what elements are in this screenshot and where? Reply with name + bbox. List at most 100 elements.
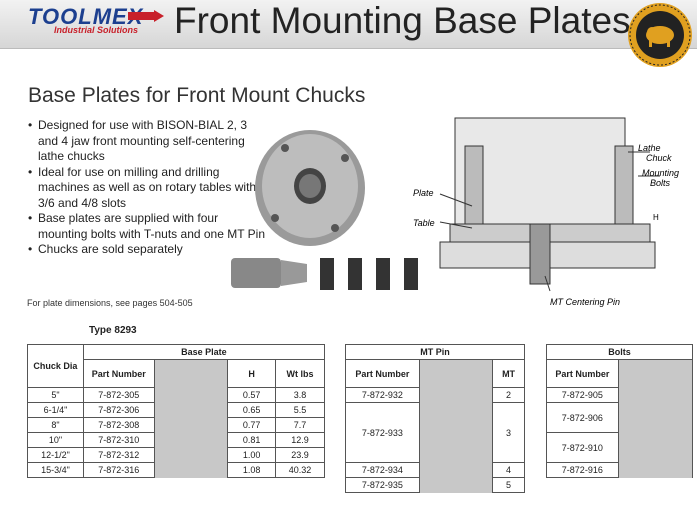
feature-list: Designed for use with BISON-BIAL 2, 3 an… [28, 118, 268, 258]
cell: 7-872-906 [546, 402, 619, 433]
cell: 3 [492, 402, 525, 463]
product-photo [231, 130, 418, 290]
table-row: 7-872-905 [546, 387, 694, 403]
table-row: 7-872-910 [546, 432, 694, 463]
cell: 7-872-310 [82, 432, 155, 448]
cell: 2 [492, 387, 525, 403]
col-h: H [227, 359, 277, 388]
cell: 7-872-308 [82, 417, 155, 433]
table-row: 7-872-934 4 [345, 462, 525, 478]
section-title: Base Plates for Front Mount Chucks [28, 84, 366, 107]
cell: 7-872-935 [345, 477, 420, 493]
blank-cell [153, 387, 229, 403]
cell: 7-872-910 [546, 432, 619, 463]
blank-cell [418, 462, 494, 478]
dimension-note: For plate dimensions, see pages 504-505 [27, 298, 193, 308]
table-row: 7-872-935 5 [345, 477, 525, 493]
cell: 7-872-932 [345, 387, 420, 403]
col-part-number: Part Number [82, 359, 155, 388]
cell: 5.5 [275, 402, 325, 418]
cell: 23.9 [275, 447, 325, 463]
page-header: TOOLMEX Industrial Solutions Front Mount… [0, 0, 697, 49]
mounting-diagram: Lathe Chuck Mounting Bolts Plate Table H… [413, 117, 679, 307]
blank-cell [418, 477, 494, 493]
blank-cell [617, 387, 694, 403]
cell: 1.08 [227, 462, 277, 478]
base-plate-table: Chuck Dia Base Plate Part Number H Wt lb… [27, 344, 326, 478]
type-label: Type 8293 [89, 325, 137, 336]
cell: 40.32 [275, 462, 325, 478]
mounting-bolts-label: Mounting [642, 168, 679, 178]
blank-cell [418, 387, 494, 403]
blank-cell [153, 402, 229, 418]
base-plate-group-header: Base Plate [82, 344, 326, 360]
col-part-number: Part Number [546, 359, 619, 388]
h-label: H [653, 213, 659, 222]
table-label: Table [413, 218, 435, 228]
feature-item: Chucks are sold separately [28, 242, 268, 258]
cell: 7-872-312 [82, 447, 155, 463]
mt-pin-label: MT Centering Pin [550, 297, 620, 307]
cell: 15-3/4" [27, 462, 84, 478]
cell: 10" [27, 432, 84, 448]
col-weight: Wt lbs [275, 359, 325, 388]
table-row: 7-872-932 2 [345, 387, 525, 403]
col-part-number: Part Number [345, 359, 420, 388]
brand-tagline: Industrial Solutions [54, 25, 139, 35]
cell: 7-872-916 [546, 462, 619, 478]
mt-pin-table: MT Pin Part Number MT 7-872-932 2 7-872-9… [345, 344, 525, 493]
cell: 7.7 [275, 417, 325, 433]
blank-column [617, 359, 694, 388]
plate-label: Plate [413, 188, 434, 198]
cell: 0.57 [227, 387, 277, 403]
blank-column [418, 359, 494, 388]
page-title: Front Mounting Base Plates [174, 0, 631, 41]
feature-item: Designed for use with BISON-BIAL 2, 3 an… [28, 118, 268, 165]
cell: 5 [492, 477, 525, 493]
mt-pin-group-header: MT Pin [345, 344, 525, 360]
brand-arrow-icon [128, 10, 164, 22]
cell: 4 [492, 462, 525, 478]
blank-cell [617, 402, 694, 433]
col-mt: MT [492, 359, 525, 388]
brand-logo: TOOLMEX [28, 4, 144, 29]
mounting-bolts-label-2: Bolts [650, 178, 671, 188]
cell: 0.81 [227, 432, 277, 448]
cell: 8" [27, 417, 84, 433]
cell: 3.8 [275, 387, 325, 403]
table-row: 7-872-906 [546, 402, 694, 433]
table-row: 7-872-933 3 [345, 402, 525, 463]
cell: 7-872-933 [345, 402, 420, 463]
cell: 0.77 [227, 417, 277, 433]
blank-cell [153, 432, 229, 448]
cell: 7-872-905 [546, 387, 619, 403]
bolts-group-header: Bolts [546, 344, 693, 360]
cell: 7-872-316 [82, 462, 155, 478]
cell: 7-872-305 [82, 387, 155, 403]
table-row: 7-872-916 [546, 462, 694, 478]
bolts-table: Bolts Part Number 7-872-905 7-872-906 7-… [546, 344, 694, 478]
blank-column [153, 359, 229, 388]
blank-cell [153, 462, 229, 478]
cell: 12-1/2" [27, 447, 84, 463]
cell: 7-872-934 [345, 462, 420, 478]
col-chuck-dia: Chuck Dia [27, 344, 84, 388]
cell: 5" [27, 387, 84, 403]
blank-cell [617, 432, 694, 463]
blank-cell [153, 447, 229, 463]
blank-cell [153, 417, 229, 433]
cell: 0.65 [227, 402, 277, 418]
cell: 7-872-306 [82, 402, 155, 418]
cell: 6-1/4" [27, 402, 84, 418]
blank-cell [418, 402, 494, 463]
lathe-chuck-label: Lathe [638, 143, 661, 153]
feature-item: Base plates are supplied with four mount… [28, 211, 268, 242]
bison-seal-icon [628, 3, 692, 67]
blank-cell [617, 462, 694, 478]
